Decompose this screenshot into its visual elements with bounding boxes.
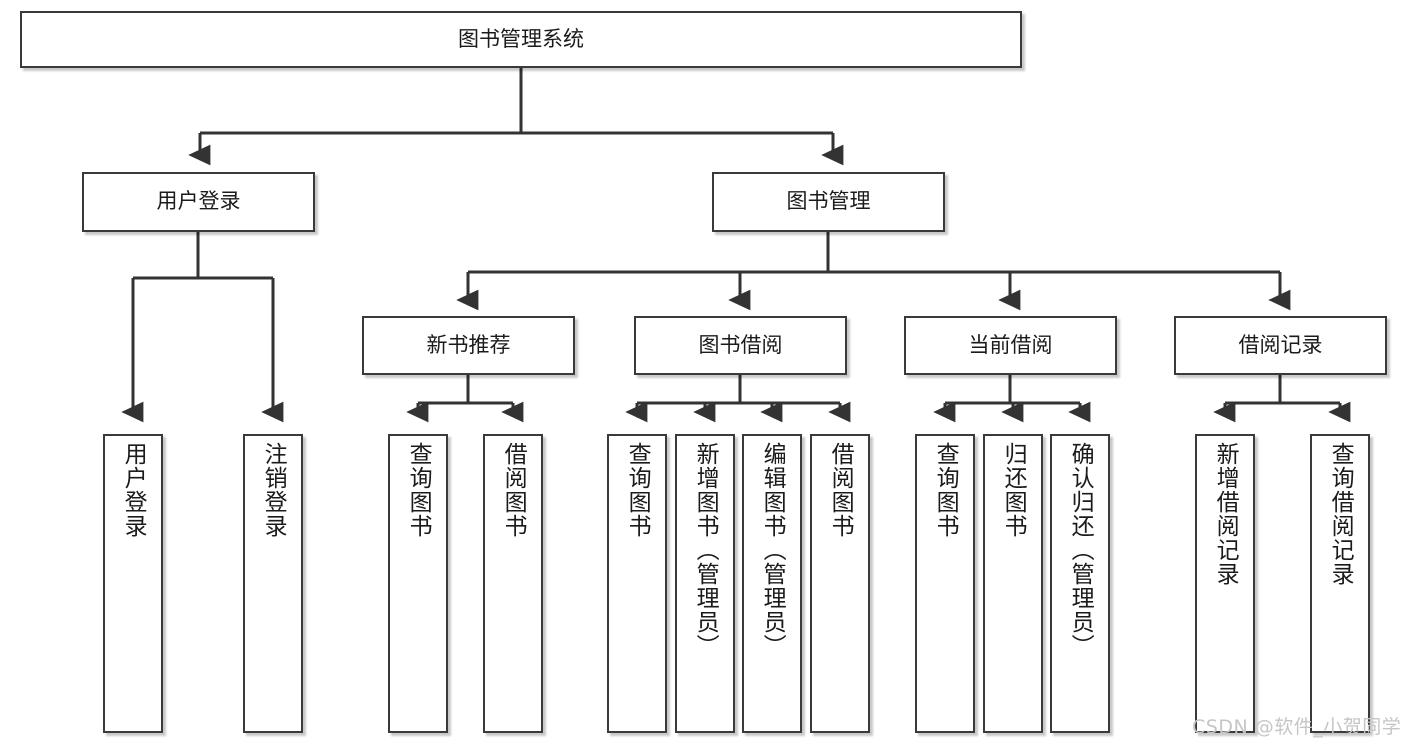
node-root-system[interactable]: 图书管理系统 [20, 11, 1022, 68]
node-label: 注销登录 [260, 442, 287, 538]
leaf-cb-confirm-return-admin[interactable]: 确认归还（管理员） [1050, 434, 1110, 733]
leaf-user-login[interactable]: 用户登录 [103, 434, 163, 733]
node-label: 确认归还（管理员） [1067, 442, 1094, 658]
node-user-login[interactable]: 用户登录 [82, 172, 315, 232]
node-label: 借阅图书 [827, 442, 854, 538]
leaf-cb-query-book[interactable]: 查询图书 [915, 434, 975, 733]
node-label: 归还图书 [1000, 442, 1027, 538]
node-new-book-recommend[interactable]: 新书推荐 [362, 316, 575, 375]
node-current-borrow[interactable]: 当前借阅 [904, 316, 1117, 375]
node-label: 新书推荐 [426, 332, 511, 357]
leaf-nb-query-book[interactable]: 查询图书 [388, 434, 448, 733]
node-label: 用户登录 [120, 442, 147, 538]
node-book-management[interactable]: 图书管理 [712, 172, 945, 232]
node-book-borrow[interactable]: 图书借阅 [634, 316, 847, 375]
node-label: 图书管理 [786, 189, 871, 214]
leaf-br-query-record[interactable]: 查询借阅记录 [1310, 434, 1370, 733]
node-label: 新增图书（管理员） [692, 442, 719, 658]
node-label: 用户登录 [156, 189, 241, 214]
node-label: 图书管理系统 [458, 26, 584, 51]
node-label: 查询借阅记录 [1327, 442, 1354, 586]
node-label: 新增借阅记录 [1212, 442, 1239, 586]
node-borrow-record[interactable]: 借阅记录 [1174, 316, 1387, 375]
leaf-bb-add-book-admin[interactable]: 新增图书（管理员） [675, 434, 735, 733]
leaf-logout[interactable]: 注销登录 [243, 434, 303, 733]
node-label: 借阅图书 [500, 442, 527, 538]
node-label: 借阅记录 [1238, 332, 1323, 357]
node-label: 编辑图书（管理员） [759, 442, 786, 658]
node-label: 图书借阅 [698, 332, 783, 357]
leaf-nb-borrow-book[interactable]: 借阅图书 [483, 434, 543, 733]
leaf-br-add-record[interactable]: 新增借阅记录 [1195, 434, 1255, 733]
node-label: 查询图书 [624, 442, 651, 538]
node-label: 当前借阅 [968, 332, 1053, 357]
leaf-cb-return-book[interactable]: 归还图书 [983, 434, 1043, 733]
node-label: 查询图书 [405, 442, 432, 538]
leaf-bb-borrow-book[interactable]: 借阅图书 [810, 434, 870, 733]
leaf-bb-query-book[interactable]: 查询图书 [607, 434, 667, 733]
leaf-bb-edit-book-admin[interactable]: 编辑图书（管理员） [742, 434, 802, 733]
node-label: 查询图书 [932, 442, 959, 538]
